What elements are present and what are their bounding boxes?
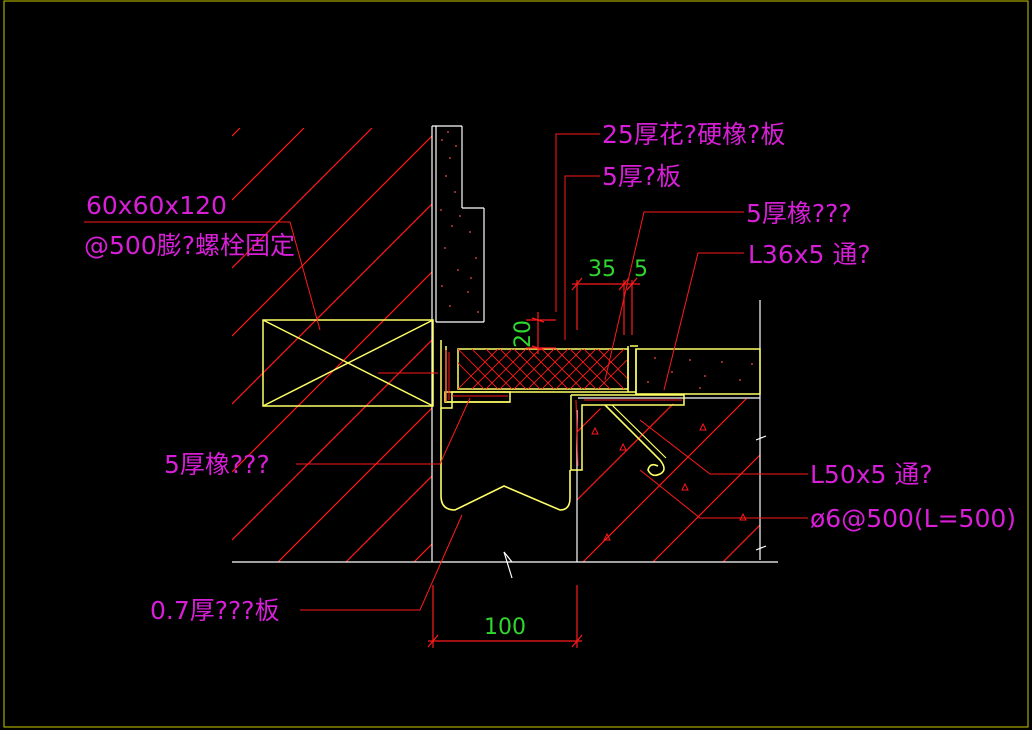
label-angle-50: L50x5 通? — [810, 460, 933, 489]
label-water-stop: 0.7厚???板 — [150, 596, 280, 625]
dimension-lines — [427, 277, 640, 648]
aggregate-marks — [591, 422, 747, 541]
rubber-strips — [445, 350, 682, 467]
dim-35: 35 — [588, 257, 616, 282]
label-bolt-size: 60x60x120 — [86, 191, 227, 220]
label-bolt-spec: @500膨?螺栓固定 — [84, 231, 295, 260]
label-angle-36: L36x5 通? — [748, 240, 871, 269]
label-rubber-top: 5厚橡??? — [746, 199, 852, 228]
dim-100: 100 — [484, 615, 526, 640]
plaster-texture — [440, 131, 753, 389]
dim-20: 20 — [511, 320, 536, 348]
leader-lines — [84, 133, 808, 611]
rebar-hook-inner — [611, 404, 667, 459]
steel-angles — [440, 340, 685, 471]
stone-board — [457, 348, 629, 390]
drawing-border — [3, 0, 1029, 728]
wall-edges — [232, 125, 778, 579]
expansion-bolt-block — [262, 319, 434, 407]
left-wall-hatch — [232, 128, 432, 562]
label-rebar: ø6@500(L=500) — [810, 504, 1016, 533]
label-granite-board: 25厚花?硬橡?板 — [602, 120, 785, 149]
label-steel-plate: 5厚?板 — [602, 162, 681, 191]
rebar-hook — [604, 404, 665, 477]
right-slab-hatch — [577, 398, 760, 562]
label-rubber-left: 5厚橡??? — [164, 450, 270, 479]
water-stop-plate — [440, 408, 571, 511]
right-floor-finish — [635, 348, 761, 395]
dim-5: 5 — [634, 257, 648, 282]
